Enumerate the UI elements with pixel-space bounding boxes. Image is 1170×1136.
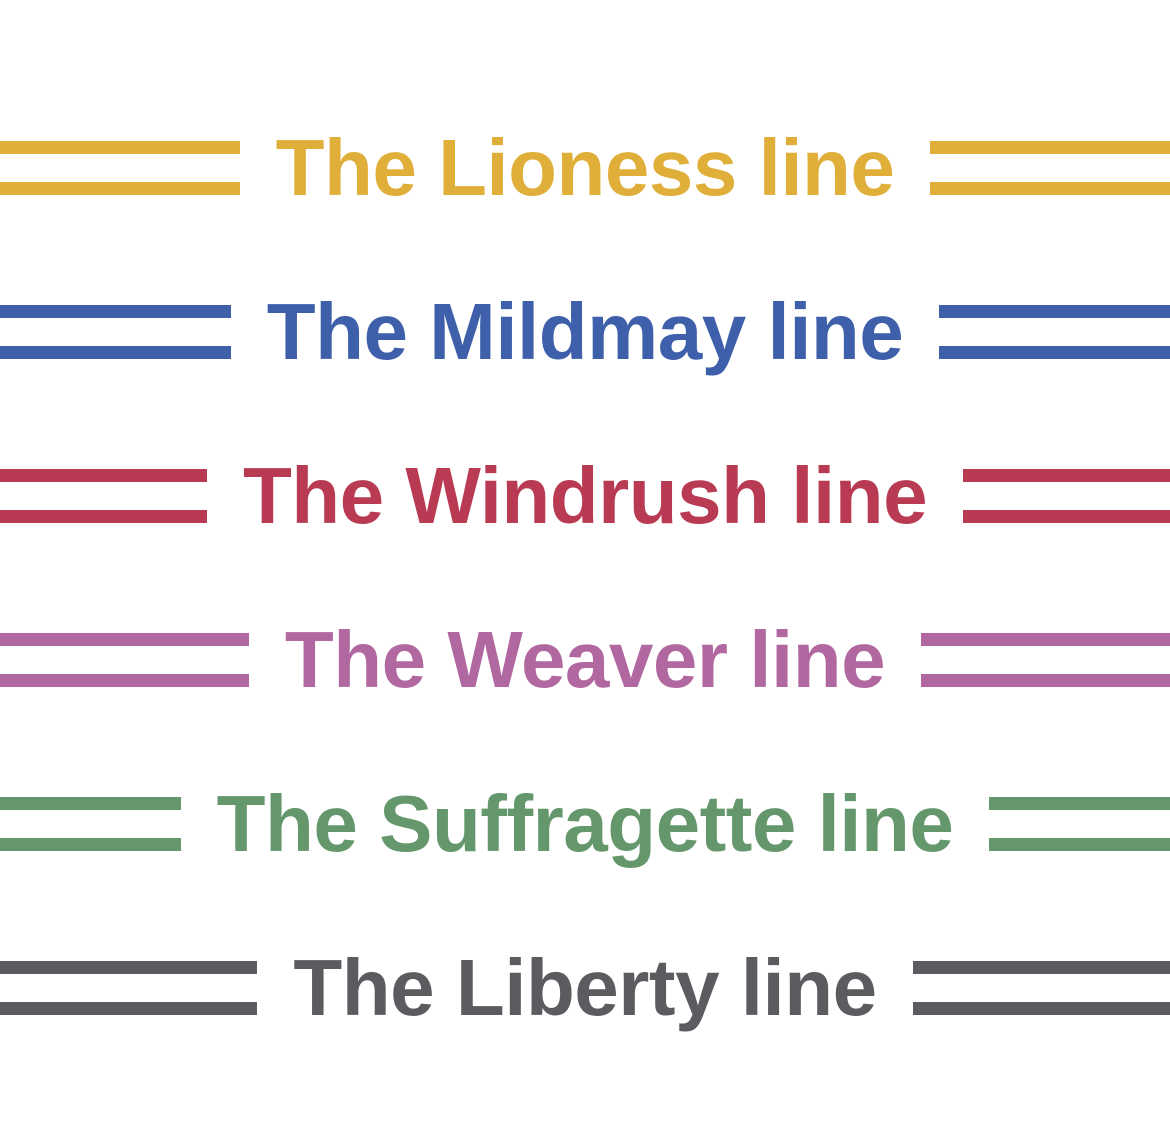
bar-lower bbox=[0, 674, 249, 687]
line-row-suffragette: The Suffragette line bbox=[0, 764, 1170, 884]
right-double-bar bbox=[963, 465, 1170, 527]
bar-upper bbox=[0, 797, 181, 810]
right-double-bar bbox=[930, 137, 1170, 199]
right-double-bar bbox=[921, 629, 1170, 691]
left-double-bar bbox=[0, 137, 240, 199]
bar-lower bbox=[930, 182, 1170, 195]
line-row-weaver: The Weaver line bbox=[0, 600, 1170, 720]
line-name-lioness: The Lioness line bbox=[275, 123, 895, 212]
bar-upper bbox=[912, 961, 1170, 974]
bar-upper bbox=[963, 469, 1170, 482]
left-double-bar bbox=[0, 465, 207, 527]
line-row-lioness: The Lioness line bbox=[0, 108, 1170, 228]
line-name-weaver: The Weaver line bbox=[284, 615, 886, 704]
bar-lower bbox=[939, 346, 1170, 359]
bar-lower bbox=[0, 838, 181, 851]
left-double-bar bbox=[0, 957, 258, 1019]
line-row-liberty: The Liberty line bbox=[0, 928, 1170, 1048]
bar-lower bbox=[912, 1002, 1170, 1015]
bar-lower bbox=[963, 510, 1170, 523]
bar-lower bbox=[921, 674, 1170, 687]
right-double-bar bbox=[912, 957, 1170, 1019]
bar-upper bbox=[0, 469, 207, 482]
bar-lower bbox=[0, 346, 231, 359]
line-row-mildmay: The Mildmay line bbox=[0, 272, 1170, 392]
line-name-liberty: The Liberty line bbox=[293, 943, 877, 1032]
bar-upper bbox=[930, 141, 1170, 154]
bar-upper bbox=[0, 961, 258, 974]
line-name-windrush: The Windrush line bbox=[242, 451, 928, 540]
right-double-bar bbox=[939, 301, 1170, 363]
bar-lower bbox=[0, 182, 240, 195]
line-name-suffragette: The Suffragette line bbox=[216, 779, 954, 868]
left-double-bar bbox=[0, 629, 249, 691]
bar-upper bbox=[921, 633, 1170, 646]
line-row-windrush: The Windrush line bbox=[0, 436, 1170, 556]
line-name-mildmay: The Mildmay line bbox=[266, 287, 904, 376]
left-double-bar bbox=[0, 301, 231, 363]
bar-upper bbox=[0, 305, 231, 318]
right-double-bar bbox=[989, 793, 1170, 855]
bar-upper bbox=[0, 633, 249, 646]
bar-lower bbox=[0, 510, 207, 523]
left-double-bar bbox=[0, 793, 181, 855]
bar-upper bbox=[989, 797, 1170, 810]
bar-upper bbox=[939, 305, 1170, 318]
bar-lower bbox=[0, 1002, 258, 1015]
bar-upper bbox=[0, 141, 240, 154]
bar-lower bbox=[989, 838, 1170, 851]
